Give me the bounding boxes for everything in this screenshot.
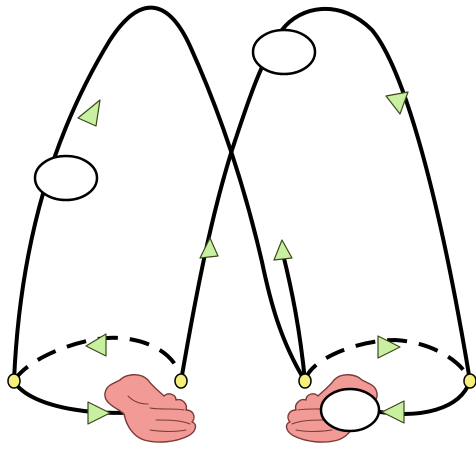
catch-points [8,374,476,388]
direction-arrows [78,92,408,424]
arrow-center-rise [274,240,292,260]
catch-point-left-inner [175,374,187,388]
ball-top-right [253,30,315,74]
arrow-left-loop-front [88,402,110,424]
arrow-left-loop-back [86,334,106,356]
left-rise-arc [181,30,282,381]
ball-mid-left [35,156,97,200]
catch-point-left-outer [8,374,20,388]
arrow-left-rise-ascending [200,238,218,258]
right-loop [282,9,470,414]
arrow-right-arc-descending [386,92,408,114]
arrow-left-arc-descending [78,100,100,126]
catch-point-right-outer [464,374,476,388]
arrow-right-loop-front [382,401,404,423]
catch-point-right-inner [299,374,311,388]
ball-in-right-hand [321,389,379,431]
